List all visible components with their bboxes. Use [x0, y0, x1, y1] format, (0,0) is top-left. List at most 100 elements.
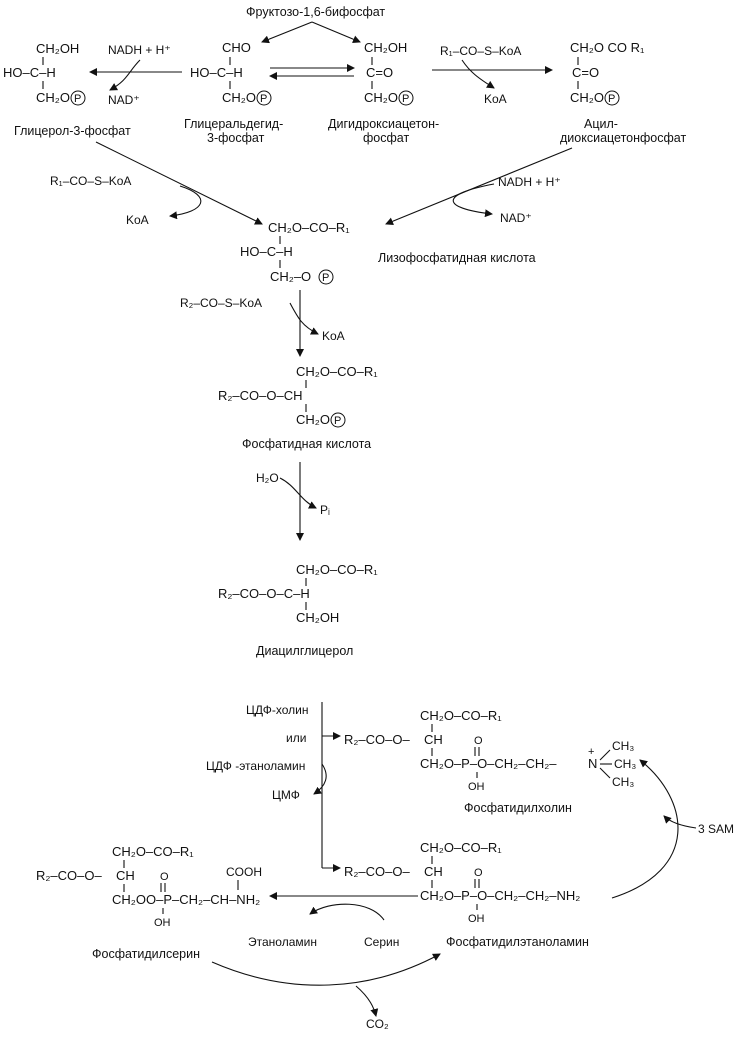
gap-cho: CHO [222, 40, 251, 55]
g3p-to-lyso-arrow [95, 141, 263, 225]
h2o: H₂O [256, 471, 279, 485]
pcs-ch3-b: CH₃ [614, 757, 636, 771]
pa-label: Фосфатидная кислота [242, 437, 371, 451]
gap-structure: CHO HO–C–H CH₂O P [190, 40, 272, 106]
lyso-label: Лизофосфатидная кислота [378, 251, 536, 265]
pss-r2: R₂–CO–O– [36, 868, 103, 883]
pcs-top: CH₂O–CO–R₁ [420, 708, 502, 723]
pss-ch2o: CH₂O [112, 892, 146, 907]
nadh-curve-right [452, 183, 495, 218]
gap-hoch: HO–C–H [190, 65, 243, 80]
dhap-ch2oh: CH₂OH [364, 40, 407, 55]
ps-to-pe-arrow [211, 953, 441, 986]
lyso-p: P [322, 272, 329, 284]
cmp: ЦМФ [272, 788, 300, 802]
pe-label: Фосфатидилэтаноламин [446, 935, 589, 949]
pi: Pᵢ [320, 503, 330, 517]
koa-left: KoA [126, 213, 149, 227]
pcs-r2: R₂–CO–O– [344, 732, 411, 747]
g3p-ch2o: CH₂O [36, 90, 70, 105]
nad-top-left: NAD⁺ [108, 93, 140, 107]
fructose-split-arrow-left [261, 21, 313, 44]
r2-co-s-koa: R₂–CO–S–KoA [180, 296, 262, 310]
koa-top: KoA [484, 92, 507, 106]
pes-ch: CH [424, 864, 443, 879]
pes-r2: R₂–CO–O– [344, 864, 411, 879]
pcs-o-top: O [474, 735, 483, 747]
pa-mid: R₂–CO–O–CH [218, 388, 303, 403]
pa-top: CH₂O–CO–R₁ [296, 364, 378, 379]
nadh-curve-top-left [109, 59, 141, 91]
lyso-hoch: HO–C–H [240, 244, 293, 259]
adhap-p: P [608, 93, 615, 105]
dag-label: Диацилглицерол [256, 644, 353, 658]
cmp-curve [313, 763, 327, 795]
gap-p: P [260, 93, 267, 105]
pc-label: Фосфатидилхолин [464, 801, 572, 815]
r1-co-s-koa-top: R₁–CO–S–KoA [440, 44, 521, 58]
fructose-split-arrow-right [311, 21, 361, 43]
pcs-ch3-a: CH₃ [612, 739, 634, 753]
co2: CO₂ [366, 1017, 389, 1031]
pes-oh: OH [468, 913, 485, 925]
acyldhap-to-lyso-arrow [385, 147, 573, 226]
or: или [286, 731, 306, 745]
koa-curve-left [169, 185, 202, 220]
adhap-ch2o: CH₂O [570, 90, 604, 105]
h2o-curve [279, 477, 317, 509]
lyso-pa-structure: CH₂O–CO–R₁ HO–C–H CH₂–O P [240, 220, 350, 285]
dhap-label-2: фосфат [363, 131, 409, 145]
glycerol-3-phosphate-structure: CH₂OH HO–C–H CH₂O P [3, 41, 86, 106]
pcs-nplus: + [588, 746, 594, 758]
pes-chain: CH₂O–P–O–CH₂–CH₂–NH₂ [420, 888, 580, 903]
ps-structure: CH₂O–CO–R₁ R₂–CO–O– CH CH₂O O–P–CH₂–CH–N… [36, 844, 262, 929]
dag-structure: CH₂O–CO–R₁ R₂–CO–O–C–H CH₂OH [218, 562, 378, 625]
dhap-p: P [402, 93, 409, 105]
pa-ch2o: CH₂O [296, 412, 330, 427]
lyso-top: CH₂O–CO–R₁ [268, 220, 350, 235]
fructose-label: Фруктозо-1,6-бифосфат [246, 5, 385, 19]
pss-top: CH₂O–CO–R₁ [112, 844, 194, 859]
ethanolamine: Этаноламин [248, 935, 317, 949]
dag-ch2oh: CH₂OH [296, 610, 339, 625]
gap-ch2o: CH₂O [222, 90, 256, 105]
sam: 3 SAM [698, 822, 734, 836]
pcs-chain: CH₂O–P–O–CH₂–CH₂– [420, 756, 557, 771]
gap-label-1: Глицеральдегид- [184, 117, 283, 131]
acyl-dhap-structure: CH₂O CO R₁ C=O CH₂O P [570, 40, 645, 106]
koa-curve-top [461, 59, 495, 89]
lyso-ch2o: CH₂–O [270, 269, 311, 284]
acyl-label-1: Ацил- [584, 117, 618, 131]
dhap-ch2o: CH₂O [364, 90, 398, 105]
pss-ch: CH [116, 868, 135, 883]
pa-p: P [334, 415, 341, 427]
pcs-n: N [588, 756, 597, 771]
g3p-ch2oh: CH₂OH [36, 41, 79, 56]
r1-co-s-koa-left: R₁–CO–S–KoA [50, 174, 131, 188]
acyl-label-2: диоксиацетонфосфат [560, 131, 686, 145]
pss-cooh: COOH [226, 865, 262, 879]
cdp-choline: ЦДФ-холин [246, 703, 308, 717]
pc-structure: CH₂O–CO–R₁ R₂–CO–O– CH CH₂O–P–O–CH₂–CH₂–… [344, 708, 636, 793]
pcs-ch: CH [424, 732, 443, 747]
pss-chain: O–P–CH₂–CH–NH₂ [146, 892, 260, 907]
dhap-co: C=O [366, 65, 393, 80]
dag-top: CH₂O–CO–R₁ [296, 562, 378, 577]
ps-label: Фосфатидилсерин [92, 947, 200, 961]
sam-entry [663, 815, 697, 829]
koa-curve-mid [289, 302, 319, 335]
gap-label-2: 3-фосфат [207, 131, 265, 145]
sam-arc [611, 759, 679, 899]
adhap-co: C=O [572, 65, 599, 80]
nadh-right: NADH + H⁺ [498, 175, 561, 189]
nadh-top-left: NADH + H⁺ [108, 43, 171, 57]
dhap-label-1: Дигидроксиацетон- [328, 117, 439, 131]
co2-curve [355, 985, 379, 1017]
pss-o-top: O [160, 871, 169, 883]
pcs-oh: OH [468, 781, 485, 793]
adhap-top: CH₂O CO R₁ [570, 40, 645, 55]
pes-top: CH₂O–CO–R₁ [420, 840, 502, 855]
g3p-hoch: HO–C–H [3, 65, 56, 80]
